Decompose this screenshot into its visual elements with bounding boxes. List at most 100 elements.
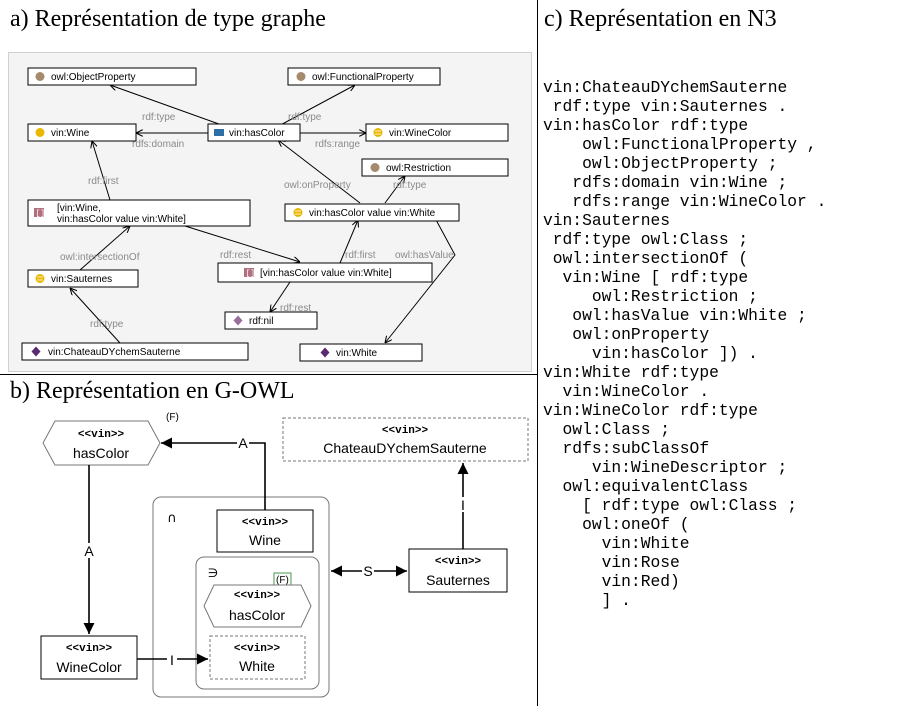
graph-edge-labels: rdf:type rdf:type rdfs:domain rdfs:range… [60, 112, 454, 330]
svg-text:ChateauDYchemSauterne: ChateauDYchemSauterne [323, 440, 487, 456]
svg-text:vin:Sauternes: vin:Sauternes [51, 274, 112, 285]
edge-label-rest2: rdf:rest [280, 303, 311, 314]
svg-text:White: White [239, 658, 275, 674]
svg-text:vin:hasColor: vin:hasColor [229, 128, 285, 139]
svg-text:rdf:nil: rdf:nil [249, 316, 273, 327]
edge-listwine-listrestr [184, 225, 300, 262]
label-a-left: A [84, 543, 94, 559]
edge-sauternes-listwine [79, 226, 130, 271]
graph-nodes: owl:ObjectProperty owl:FunctionalPropert… [21, 67, 509, 362]
node-white: vin:White [299, 343, 423, 362]
edge-label-rest1: rdf:rest [220, 250, 251, 261]
edge-hascolorvalue-restriction [384, 176, 405, 204]
svg-text:vin:ChateauDYchemSauterne: vin:ChateauDYchemSauterne [48, 347, 181, 358]
property-icon [214, 129, 224, 136]
edge-label-onproperty: owl:onProperty [284, 180, 351, 191]
label-a-top: A [238, 435, 248, 451]
gowl-wine-class: <<vin>> Wine [216, 509, 314, 553]
node-chateau: vin:ChateauDYchemSauterne [21, 342, 249, 361]
svg-text:<<vin>>: <<vin>> [66, 643, 113, 655]
gowl-chateau-individual: <<vin>> ChateauDYchemSauterne [282, 417, 529, 462]
edge-label-range: rdfs:range [315, 139, 360, 150]
edge-chateau-sauternes [70, 288, 121, 344]
gowl-sauternes-class: <<vin>> Sauternes [408, 548, 508, 593]
svg-text:vin:hasColor value vin:White: vin:hasColor value vin:White [309, 208, 436, 219]
svg-text:<<vin>>: <<vin>> [242, 517, 289, 529]
individual-icon [320, 347, 330, 358]
edge-label-type3: rdf:type [393, 180, 427, 191]
panel-c-title: c) Représentation en N3 [544, 6, 777, 32]
edge-hascolorvalue-hascolor [278, 140, 361, 204]
svg-text:<<vin>>: <<vin>> [78, 429, 125, 441]
horizontal-divider [0, 374, 537, 375]
svg-text:vin:Wine: vin:Wine [51, 128, 90, 139]
svg-text:hasColor: hasColor [73, 445, 129, 461]
node-wine: vin:Wine [27, 123, 137, 142]
edge-label-type1: rdf:type [142, 112, 176, 123]
n3-code-block: vin:ChateauDYchemSauterne rdf:type vin:S… [543, 78, 827, 610]
svg-text:vin:WineColor: vin:WineColor [389, 128, 452, 139]
edge-hascolorvalue-white [385, 217, 456, 343]
individual-icon [233, 315, 243, 326]
svg-text:owl:FunctionalProperty: owl:FunctionalProperty [312, 72, 414, 83]
svg-text:<<vin>>: <<vin>> [234, 643, 281, 655]
svg-text:<<vin>>: <<vin>> [382, 425, 429, 437]
label-i-bottom: I [170, 652, 174, 668]
node-functional-property: owl:FunctionalProperty [287, 67, 441, 86]
edge-label-hasvalue: owl:hasValue [395, 250, 454, 261]
vertical-divider [537, 0, 538, 706]
panel-b-title: b) Représentation en G-OWL [10, 378, 295, 404]
functional-marker: (F) [166, 412, 179, 423]
gowl-white-individual [209, 635, 306, 680]
list-icon [244, 268, 254, 277]
edge-listwine-wine [92, 141, 111, 201]
gowl-diagram: <<vin>> hasColor (F) <<vin>> ChateauDYch… [40, 412, 529, 698]
svg-text:vin:hasColor value vin:White]: vin:hasColor value vin:White] [57, 214, 186, 225]
svg-text:[vin:Wine,: [vin:Wine, [57, 203, 101, 214]
edge-listrestr-hascolorvalue [339, 220, 358, 264]
svg-text:vin:White: vin:White [336, 348, 378, 359]
svg-text:owl:ObjectProperty: owl:ObjectProperty [51, 72, 135, 83]
intersection-symbol: ∩ [167, 511, 177, 526]
svg-text:Wine: Wine [249, 532, 281, 548]
diagram-canvas: rdf:type rdf:type rdfs:domain rdfs:range… [21, 67, 529, 698]
node-sauternes: vin:Sauternes [27, 269, 139, 288]
node-list-restriction: [] [vin:hasColor value vin:White] [217, 262, 433, 283]
label-i-right: I [461, 497, 465, 513]
gowl-hascolor-property: <<vin>> hasColor (F) [42, 412, 179, 466]
exists-symbol: ∋ [208, 566, 218, 580]
instance-icon [35, 72, 45, 81]
inner-functional-marker: (F) [276, 575, 289, 586]
edge-label-first1: rdf:first [88, 176, 119, 187]
instance-icon [370, 163, 380, 172]
node-restriction: owl:Restriction [361, 158, 509, 177]
graph-edges [70, 85, 456, 344]
edge-hascolor-objectproperty [110, 85, 231, 129]
svg-text:[vin:hasColor value vin:White]: [vin:hasColor value vin:White] [260, 268, 392, 279]
edge-label-first2: rdf:first [345, 250, 376, 261]
edge-hascolor-functionalproperty [274, 85, 355, 129]
edge-label-type2: rdf:type [288, 112, 322, 123]
svg-text:hasColor: hasColor [229, 607, 285, 623]
edge-listrestr-nil [270, 281, 291, 312]
svg-text:<<vin>>: <<vin>> [234, 590, 281, 602]
edge-label-type4: rdf:type [90, 319, 124, 330]
edge-label-domain: rdfs:domain [132, 139, 184, 150]
edge-wine-hascolor [161, 437, 266, 510]
svg-text:[]: [] [246, 270, 256, 279]
node-object-property: owl:ObjectProperty [27, 67, 197, 86]
node-winecolor: vin:WineColor [365, 123, 509, 142]
edge-label-intersectionof: owl:intersectionOf [60, 252, 140, 263]
panel-a-title: a) Représentation de type graphe [10, 6, 326, 32]
label-s: S [363, 563, 372, 579]
svg-text:<<vin>>: <<vin>> [435, 556, 482, 568]
class-icon [35, 128, 45, 137]
list-icon [34, 208, 44, 217]
svg-text:Sauternes: Sauternes [426, 572, 490, 588]
svg-text:owl:Restriction: owl:Restriction [386, 163, 451, 174]
node-hascolor-value: vin:hasColor value vin:White [284, 203, 460, 222]
enum-class-icon [373, 128, 383, 137]
gowl-restriction-container: ∋ (F) <<vin>> hasColor <<vin>> White [195, 556, 320, 690]
node-nil: rdf:nil [224, 311, 318, 330]
instance-icon [296, 72, 306, 81]
